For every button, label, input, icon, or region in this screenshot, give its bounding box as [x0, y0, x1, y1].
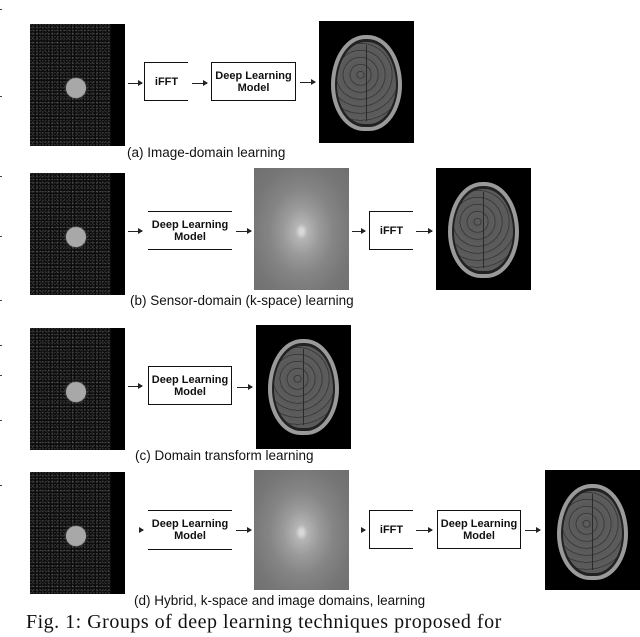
ifft-label: iFFT [379, 523, 404, 536]
panel-b: Deep Learning Model iFFT (b) Sensor-doma… [0, 165, 640, 320]
dl-label-line2: Model [237, 81, 270, 94]
arrow-icon [128, 80, 143, 86]
dl-label-line1: Deep Learning [151, 518, 229, 530]
dl-label-line2: Model [174, 230, 206, 243]
panel-c: Deep Learning Model (c) Domain transform… [0, 320, 640, 470]
dl-label-line1: Deep Learning [440, 517, 518, 530]
dl-label-line2: Model [463, 529, 495, 542]
undersampled-kspace-input-image [30, 173, 125, 295]
margin-tick [0, 236, 2, 237]
kspace-center-dot [66, 78, 86, 98]
margin-tick [0, 300, 2, 301]
full-kspace-image [254, 168, 349, 290]
panel-d: Deep Learning Model iFFT Deep Learning M… [0, 470, 640, 610]
undersampled-kspace-input-image [30, 472, 125, 594]
arrow-icon [416, 527, 433, 533]
arrow-icon [139, 527, 144, 533]
reconstructed-brain-image [436, 168, 531, 290]
margin-tick [0, 9, 2, 10]
arrow-icon [192, 80, 208, 86]
panel-d-caption: (d) Hybrid, k-space and image domains, l… [134, 593, 426, 608]
panel-b-caption: (b) Sensor-domain (k-space) learning [130, 293, 354, 308]
deep-learning-model-block: Deep Learning Model [211, 62, 296, 101]
arrow-icon [236, 527, 252, 533]
panel-a: iFFT Deep Learning Model (a) Image-domai… [0, 0, 640, 165]
ifft-block: iFFT [144, 62, 188, 101]
margin-tick [0, 420, 2, 421]
ifft-label: iFFT [154, 75, 179, 88]
margin-tick [0, 345, 2, 346]
arrow-icon [416, 228, 433, 234]
undersampled-kspace-input-image [30, 328, 125, 450]
margin-tick [0, 96, 2, 97]
full-kspace-image [254, 470, 349, 590]
arrow-icon [300, 79, 316, 85]
arrow-icon [237, 384, 253, 390]
dl-label-line1: Deep Learning [151, 218, 229, 231]
reconstructed-brain-image [319, 21, 414, 143]
dl-label-line2: Model [174, 385, 206, 398]
deep-learning-model-block: Deep Learning Model [148, 510, 232, 550]
ifft-label: iFFT [379, 224, 404, 237]
dl-label-line1: Deep Learning [215, 69, 292, 82]
panel-a-caption: (a) Image-domain learning [127, 145, 286, 160]
figure-caption: Fig. 1: Groups of deep learning techniqu… [26, 611, 502, 633]
ifft-block: iFFT [369, 211, 413, 250]
reconstructed-brain-image [256, 325, 351, 449]
arrow-icon [361, 527, 366, 533]
panel-c-caption: (c) Domain transform learning [135, 448, 314, 463]
ifft-block: iFFT [369, 510, 413, 549]
arrow-icon [236, 228, 252, 234]
margin-tick [0, 485, 2, 486]
arrow-icon [352, 228, 366, 234]
deep-learning-model-block: Deep Learning Model [148, 366, 232, 405]
deep-learning-model-block: Deep Learning Model [148, 211, 232, 250]
arrow-icon [525, 527, 541, 533]
dl-label-line2: Model [174, 530, 206, 542]
arrow-icon [128, 228, 143, 234]
dl-label-line1: Deep Learning [151, 373, 229, 386]
margin-tick [0, 176, 2, 177]
margin-tick [0, 375, 2, 376]
undersampled-kspace-input-image [30, 24, 125, 146]
arrow-icon [128, 383, 143, 389]
deep-learning-model-block: Deep Learning Model [437, 510, 521, 549]
reconstructed-brain-image [545, 470, 640, 590]
